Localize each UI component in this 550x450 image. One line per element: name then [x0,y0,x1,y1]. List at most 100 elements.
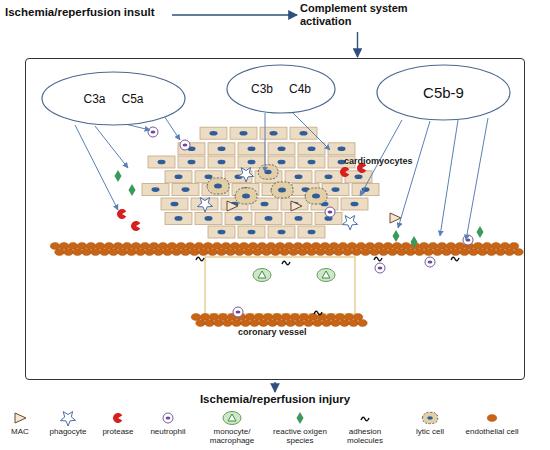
ros-symbol [129,184,136,196]
neutrophil-symbol [163,413,173,423]
cardiomyocyte [195,212,222,224]
effect-arrow [292,112,330,150]
nucleus [308,230,316,235]
nucleus [210,131,218,136]
phagocyte-symbol [197,198,212,213]
cardiomyocyte [200,127,227,139]
tissue-label: cardiomyocytes [344,156,434,166]
lytic-cell-symbol [207,178,229,194]
lytic-nucleus [242,194,250,199]
stage-label: Ischemia/reperfusion insult [5,6,170,24]
cardiomyocyte [208,226,235,238]
ros-symbol [393,230,400,242]
complement-label: C5b-9 [423,84,464,101]
legend-label: lytic cell [399,427,461,436]
cardiomyocyte [255,212,282,224]
cardiomyocyte [268,226,295,238]
complement-label: C4b [289,82,311,96]
endothelial-cell [514,248,524,255]
nucleus [218,230,226,235]
ellipse-shape [42,72,185,125]
effect-arrow [440,120,458,236]
ros-symbol [297,412,304,424]
protease-symbol [340,167,349,177]
nucleus [278,230,286,235]
nucleus [295,175,303,180]
cardiomyocyte [208,143,235,155]
nucleus [182,187,190,192]
nucleus [278,147,286,152]
lytic-nucleus [312,194,320,199]
neutrophil-nucleus [428,260,433,263]
nucleus [325,175,333,180]
nucleus [332,187,340,192]
cardiomyocyte [298,226,325,238]
nucleus [351,202,359,207]
legend-label: MAC [0,427,51,436]
lytic-cell-symbol [271,182,293,198]
monocyte-core [258,271,266,278]
nucleus [175,175,183,180]
nucleus [218,160,226,165]
cardiomyocyte [161,198,188,210]
adhesion-symbol [196,257,204,261]
nucleus [240,131,248,136]
nucleus [300,131,308,136]
phagocyte-symbol [342,216,357,231]
lytic-nucleus [278,188,286,193]
monocyte-symbol [317,269,335,282]
adhesion-symbol [374,257,382,261]
cardiomyocyte [268,143,295,155]
nucleus [188,160,196,165]
lytic-cell-symbol [422,412,437,423]
monocyte-symbol [253,269,271,282]
effect-arrow [466,118,488,240]
nucleus [270,131,278,136]
nucleus [248,230,256,235]
monocyte-symbol [223,412,241,425]
ellipse-shape [227,65,335,113]
mac-symbol [15,413,26,423]
ros-symbol [477,226,484,238]
lytic-nucleus [214,184,222,189]
mac-symbol [227,201,238,211]
nucleus [338,147,346,152]
neutrophil-symbol [233,307,243,317]
neutrophil-symbol [463,235,473,245]
symbol-group [15,127,497,426]
cardiomyocyte [148,156,175,168]
cardiomyocyte [298,143,325,155]
vessel-outline [205,257,355,314]
nucleus [158,160,166,165]
nucleus [308,160,316,165]
cardiomyocyte [298,156,325,168]
protease-symbol [117,209,126,219]
legend-label: neutrophil [137,427,199,436]
neutrophil-nucleus [151,130,156,133]
nucleus [248,160,256,165]
cardiomyocyte [281,198,308,210]
mac-symbol [390,213,401,223]
lytic-cell-symbol [305,188,327,204]
stage-text: Ischemia/reperfusion insult [5,6,170,20]
legend-label: phagocyte [37,427,99,436]
cardiomyocyte [238,156,265,168]
mac-symbol [291,201,302,211]
stage-label: Ischemia/reperfusion injury [170,393,380,408]
cardiomyocyte [238,226,265,238]
cardiomyocyte [285,171,312,183]
lytic-cell-symbol [235,188,257,204]
phagocyte-symbol [60,412,75,427]
nucleus [205,175,213,180]
nucleus [218,147,226,152]
effect-arrow [265,113,266,172]
flow-arrow [274,382,275,392]
cardiomyocyte [208,156,235,168]
monocyte-core [228,414,236,421]
cardiomyocyte [165,171,192,183]
neutrophil-symbol [180,140,190,150]
adhesion-symbol [314,311,322,315]
endothelial-cell [358,319,368,326]
nucleus [308,147,316,152]
